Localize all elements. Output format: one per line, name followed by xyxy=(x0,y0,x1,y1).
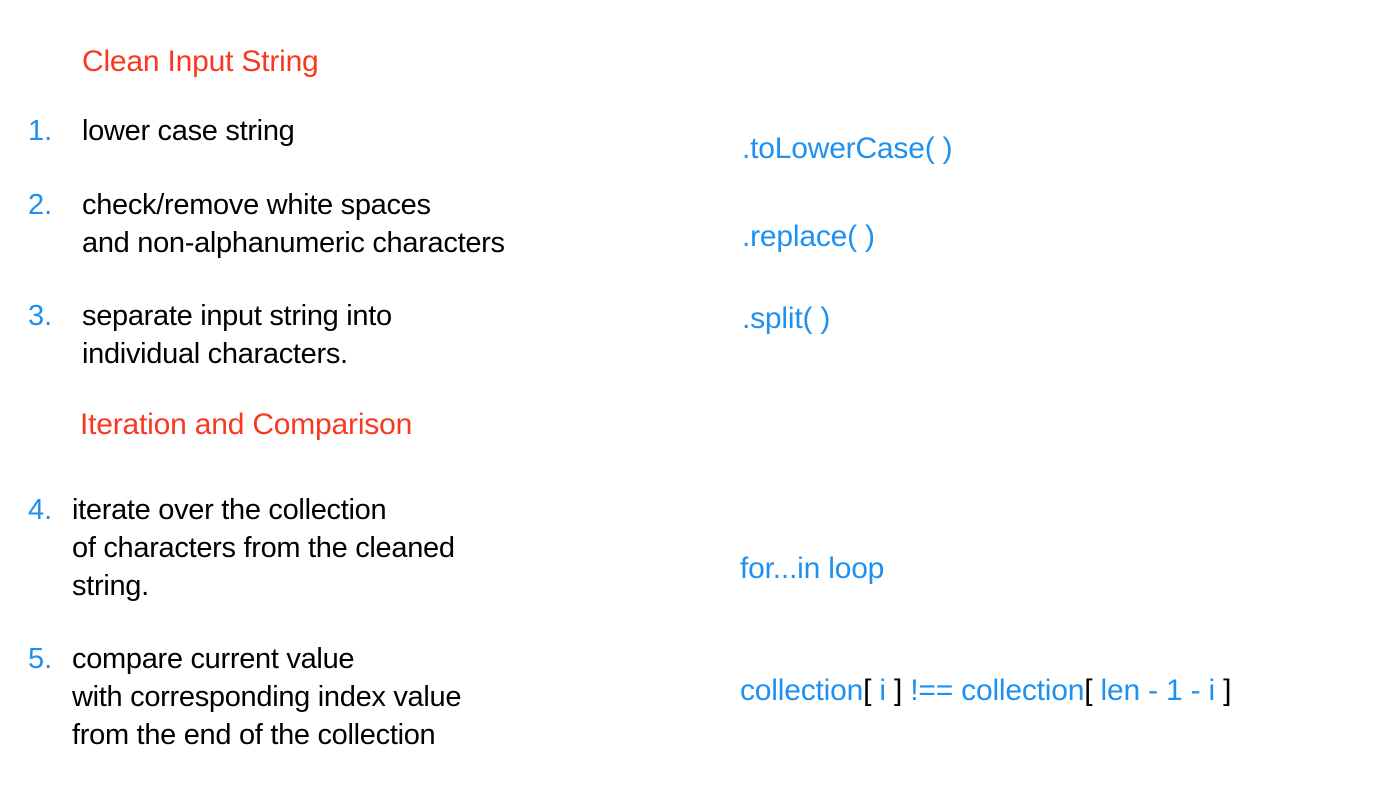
code-bracket-open-b: [ xyxy=(1084,674,1093,707)
step-number-2: 2. xyxy=(28,189,53,221)
section-heading-clean-input-string: Clean Input String xyxy=(82,45,319,78)
code-snippet-replace: .replace( ) xyxy=(742,220,875,253)
list-item-step-3: 3. separate input string into individual… xyxy=(28,297,392,373)
code-index-i: i xyxy=(871,674,894,707)
step-text-4: iterate over the collection of character… xyxy=(72,494,455,602)
step-text-3: separate input string into individual ch… xyxy=(82,300,392,370)
code-snippet-split: .split( ) xyxy=(742,302,831,335)
step-number-3: 3. xyxy=(28,300,53,332)
list-item-step-4: 4. iterate over the collection of charac… xyxy=(28,491,455,605)
section-heading-iteration-and-comparison: Iteration and Comparison xyxy=(80,408,413,441)
list-item-step-1: 1. lower case string xyxy=(28,112,295,150)
step-text-2: check/remove white spaces and non-alphan… xyxy=(82,189,505,259)
code-identifier-collection-a: collection xyxy=(740,674,864,707)
code-bracket-close-a: ] xyxy=(893,674,903,707)
code-snippet-collection-comparison: collection[ i ] !== collection[ len - 1 … xyxy=(740,672,1232,710)
step-number-1: 1. xyxy=(28,115,53,147)
code-operator-strict-inequality: !== xyxy=(902,674,962,707)
list-item-step-5: 5. compare current value with correspond… xyxy=(28,640,461,754)
code-bracket-close-b: ] xyxy=(1223,674,1232,707)
code-snippet-to-lower-case: .toLowerCase( ) xyxy=(742,132,953,165)
step-text-1: lower case string xyxy=(82,115,295,147)
step-number-4: 4. xyxy=(28,494,53,526)
code-identifier-collection-b: collection xyxy=(961,674,1085,707)
code-index-len-minus-1-minus-i: len - 1 - i xyxy=(1092,674,1224,707)
list-item-step-2: 2. check/remove white spaces and non-alp… xyxy=(28,186,505,262)
code-bracket-open-a: [ xyxy=(863,674,872,707)
code-snippet-for-in-loop: for...in loop xyxy=(740,552,885,585)
step-text-5: compare current value with corresponding… xyxy=(72,643,462,751)
step-number-5: 5. xyxy=(28,643,53,675)
